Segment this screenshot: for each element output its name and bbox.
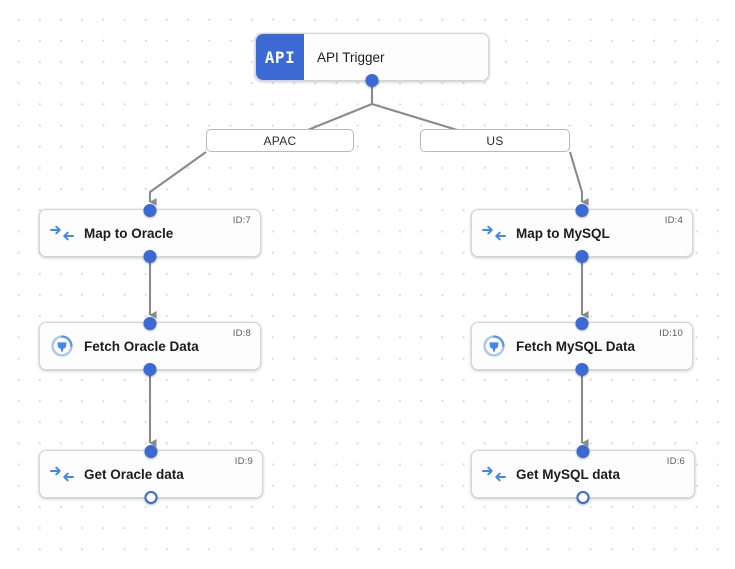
node-fetch-oracle-data[interactable]: Fetch Oracle Data ID:8 — [39, 316, 261, 376]
map-arrows-icon — [40, 225, 84, 241]
node-api-trigger[interactable]: API API Trigger — [255, 33, 489, 87]
database-plug-icon — [40, 334, 84, 358]
node-id-label: ID:9 — [234, 456, 253, 467]
input-port[interactable] — [143, 316, 157, 330]
node-title: Get MySQL data — [516, 466, 621, 482]
output-port[interactable] — [143, 362, 157, 376]
node-body: Map to Oracle — [40, 210, 260, 256]
node-id-label: ID:8 — [232, 328, 251, 339]
input-port[interactable] — [143, 203, 157, 217]
api-badge-icon: API — [256, 34, 304, 80]
map-arrows-icon — [472, 466, 516, 482]
output-port[interactable] — [576, 490, 590, 504]
output-port[interactable] — [365, 73, 379, 87]
node-body: Get MySQL data — [472, 451, 694, 497]
node-title: Fetch Oracle Data — [84, 338, 199, 354]
edge-us-to-map-mysql — [568, 151, 589, 206]
node-map-to-mysql[interactable]: Map to MySQL ID:4 — [471, 203, 693, 263]
map-arrows-icon — [472, 225, 516, 241]
node-body: API API Trigger — [256, 34, 488, 80]
branch-label-text: US — [486, 133, 504, 148]
input-port[interactable] — [575, 203, 589, 217]
node-map-to-oracle[interactable]: Map to Oracle ID:7 — [39, 203, 261, 263]
branch-label-apac[interactable]: APAC — [206, 129, 354, 152]
input-port[interactable] — [576, 444, 590, 458]
node-id-label: ID:7 — [232, 215, 251, 226]
node-body: Get Oracle data — [40, 451, 262, 497]
node-title: Map to Oracle — [84, 225, 174, 241]
node-id-label: ID:10 — [659, 328, 683, 339]
node-title: API Trigger — [317, 49, 385, 65]
branch-label-text: APAC — [263, 133, 297, 148]
node-get-oracle-data[interactable]: Get Oracle data ID:9 — [39, 444, 263, 504]
node-title: Fetch MySQL Data — [516, 338, 636, 354]
output-port[interactable] — [575, 249, 589, 263]
input-port[interactable] — [575, 316, 589, 330]
node-body: Map to MySQL — [472, 210, 692, 256]
branch-label-us[interactable]: US — [420, 129, 570, 152]
output-port[interactable] — [143, 249, 157, 263]
node-get-mysql-data[interactable]: Get MySQL data ID:6 — [471, 444, 695, 504]
output-port[interactable] — [144, 490, 158, 504]
node-fetch-mysql-data[interactable]: Fetch MySQL Data ID:10 — [471, 316, 693, 376]
input-port[interactable] — [144, 444, 158, 458]
node-title: Map to MySQL — [516, 225, 610, 241]
node-body: Fetch Oracle Data — [40, 323, 260, 369]
map-arrows-icon — [40, 466, 84, 482]
edge-apac-to-map-oracle — [148, 151, 207, 206]
node-body: Fetch MySQL Data — [472, 323, 692, 369]
node-id-label: ID:6 — [666, 456, 685, 467]
node-title: Get Oracle data — [84, 466, 184, 482]
database-plug-icon — [472, 334, 516, 358]
output-port[interactable] — [575, 362, 589, 376]
node-id-label: ID:4 — [664, 215, 683, 226]
